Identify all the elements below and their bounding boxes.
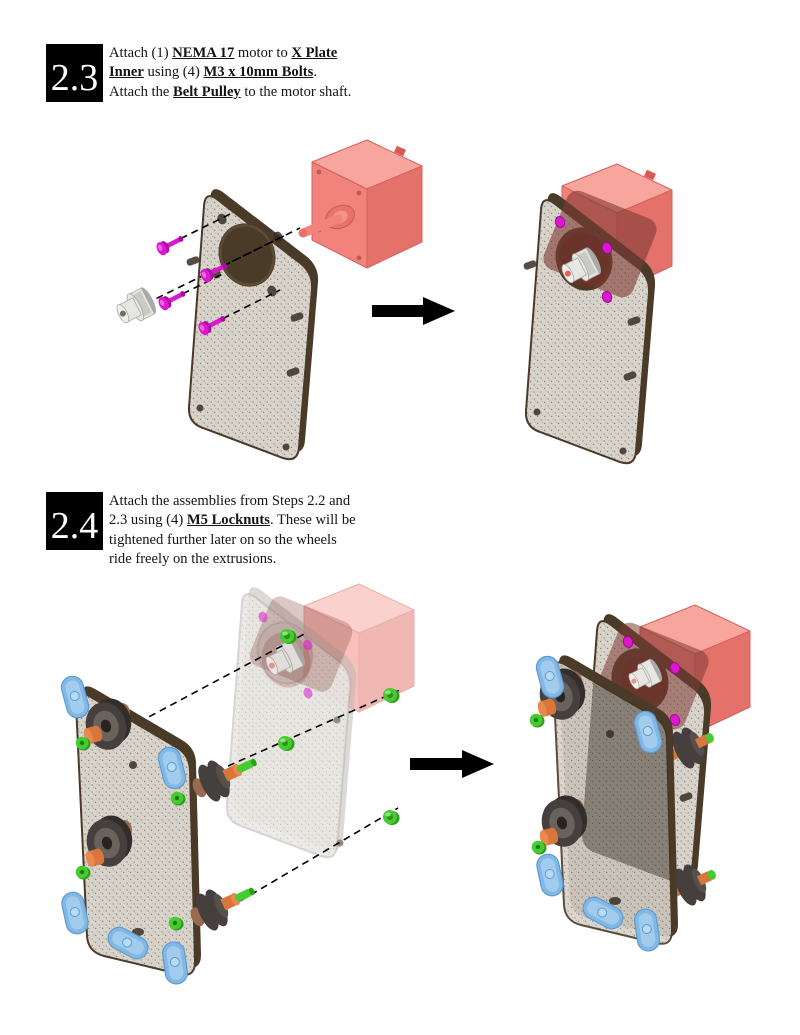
step-instruction: Attach the assemblies from Steps 2.2 and… xyxy=(109,493,356,568)
belt-pulley xyxy=(628,658,663,690)
arrow-icon xyxy=(410,750,494,778)
blue-spacer xyxy=(107,926,149,960)
assembled-view xyxy=(523,163,673,465)
m3-bolt xyxy=(158,291,186,311)
v-wheel xyxy=(192,758,257,802)
belt-pulley-ghost xyxy=(265,639,305,676)
figure-step-2-4 xyxy=(60,583,751,985)
blue-spacer xyxy=(634,908,660,952)
nema17-motor xyxy=(298,139,423,269)
m3-bolt-head xyxy=(303,639,313,651)
dashed-guide-line xyxy=(127,631,309,729)
step-number-box: 2.3 xyxy=(46,44,103,102)
ghost-assembly-2-3 xyxy=(225,583,415,859)
blue-spacer xyxy=(582,896,624,930)
blue-spacer xyxy=(162,941,188,985)
m3-bolt-head xyxy=(622,636,634,648)
step-header-2-3: 2.3 Attach (1) NEMA 17 motor to X Plate … xyxy=(46,44,409,102)
blue-spacer xyxy=(535,655,565,699)
x-plate-inner xyxy=(186,189,319,461)
dashed-guide-line xyxy=(134,227,301,310)
dashed-guide-line xyxy=(171,272,226,300)
blue-spacer xyxy=(60,675,90,719)
m3-bolt-head xyxy=(601,242,613,254)
aluminum-spacer xyxy=(537,698,557,717)
blue-spacer xyxy=(61,891,89,935)
v-wheel xyxy=(86,815,133,867)
plate-hole xyxy=(336,839,344,847)
m5-locknut xyxy=(383,688,400,703)
aluminum-spacer xyxy=(85,848,105,867)
m5-bolt-head xyxy=(531,840,547,855)
m5-bolt-head xyxy=(170,791,186,806)
blue-spacer xyxy=(536,853,564,897)
arrow-icon xyxy=(372,297,455,325)
m3-bolt-head xyxy=(601,291,613,303)
wheel-plate-assembly-2-2 xyxy=(60,675,257,985)
m5-locknut xyxy=(278,736,295,751)
m3-bolt-head xyxy=(669,662,681,674)
step-number-box: 2.4 xyxy=(46,492,103,550)
belt-pulley xyxy=(116,287,156,324)
x-plate-inner-ghost xyxy=(225,587,357,859)
v-wheel xyxy=(190,887,255,931)
m3-bolt xyxy=(200,263,228,283)
exploded-view xyxy=(116,139,423,461)
m3-bolt xyxy=(198,316,226,336)
m5-bolt-head xyxy=(75,736,91,751)
m3-bolt xyxy=(156,236,184,256)
aluminum-spacer xyxy=(539,827,559,846)
m5-locknut xyxy=(280,629,297,644)
aluminum-spacer xyxy=(83,725,103,744)
step-instruction: Attach (1) NEMA 17 motor to X Plate Inne… xyxy=(109,45,352,100)
m5-bolt-head xyxy=(168,916,184,931)
step-header-2-4: 2.4 Attach the assemblies from Steps 2.2… xyxy=(46,492,409,570)
m5-bolt-head xyxy=(75,865,91,880)
blue-spacer xyxy=(157,746,187,790)
figure-step-2-3 xyxy=(116,139,673,465)
dashed-guide-line xyxy=(227,689,401,767)
m5-bolt-head xyxy=(529,713,545,728)
m3-bolt-head xyxy=(554,216,566,228)
belt-pulley xyxy=(561,247,601,284)
m3-bolt-head xyxy=(303,687,313,699)
blue-spacer xyxy=(633,710,663,754)
plate-hole xyxy=(333,716,341,724)
dashed-guide-line xyxy=(229,807,399,908)
m3-bolt-head xyxy=(258,611,268,623)
m5-locknut xyxy=(383,810,400,825)
final-assembly xyxy=(529,604,751,952)
